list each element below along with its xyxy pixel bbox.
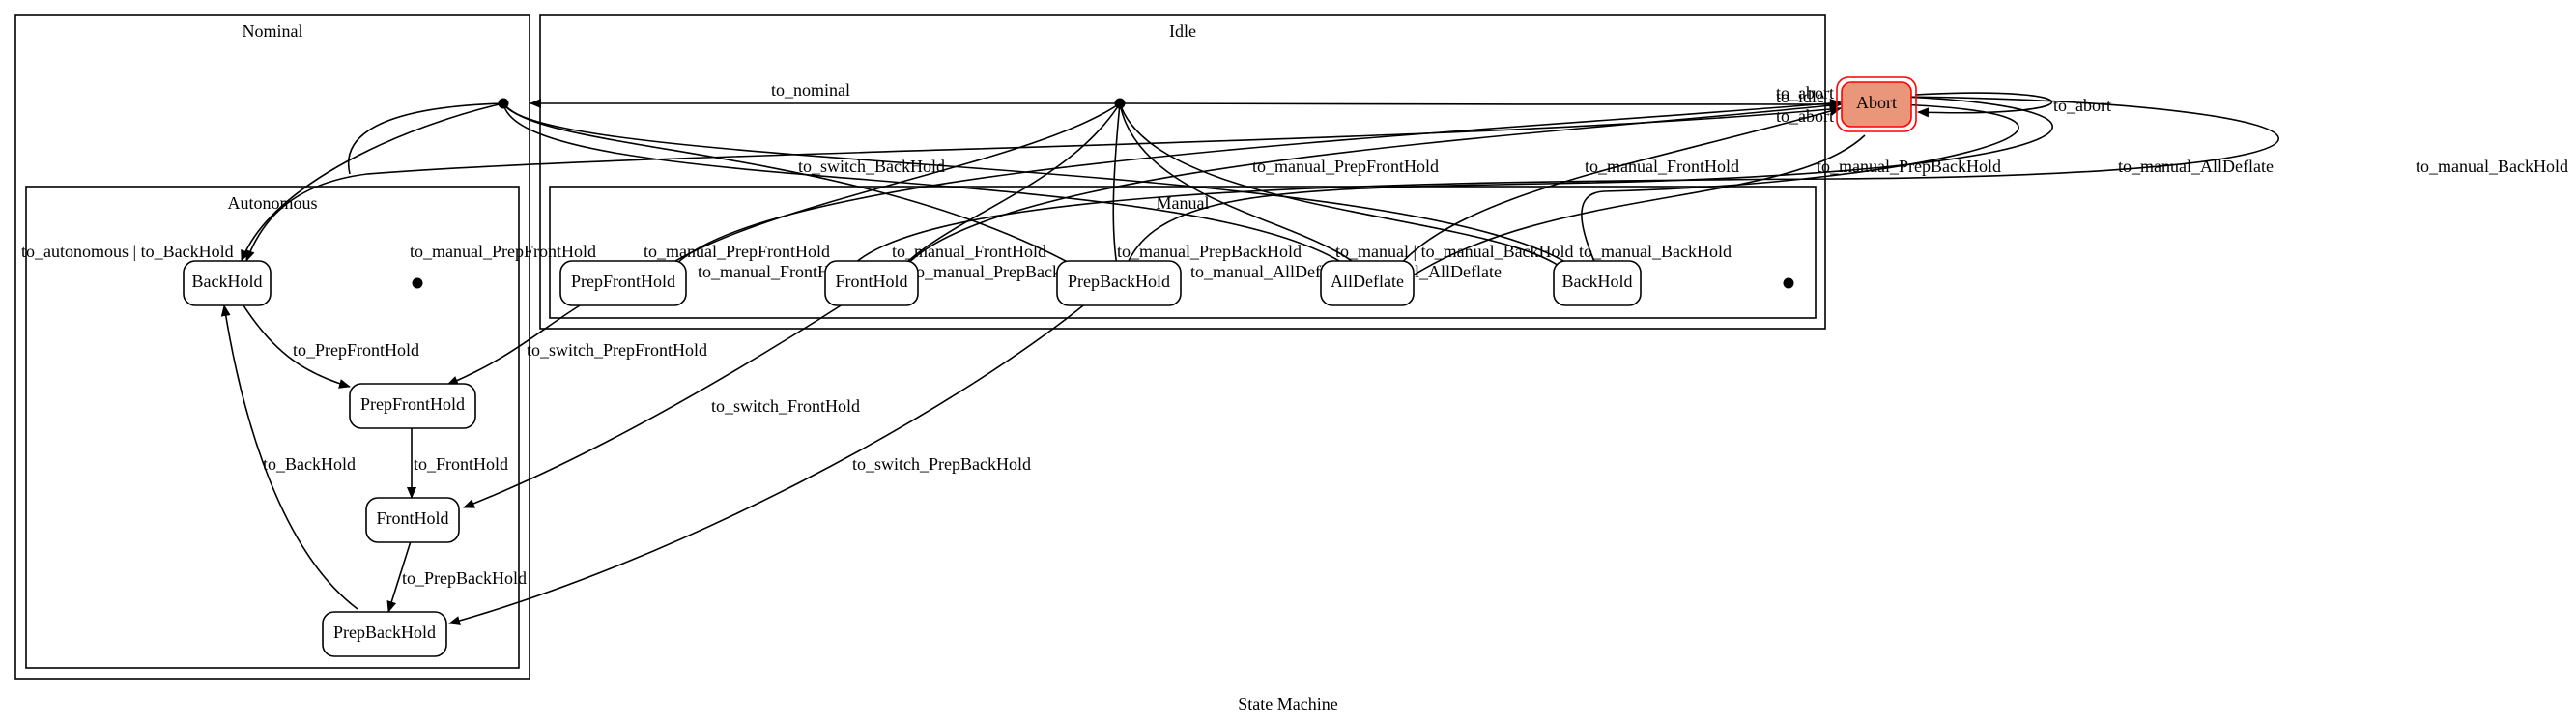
label-to-manual-backhold-man: to_manual_BackHold: [1579, 242, 1732, 261]
edge-abort-man-alldeflate: [1400, 134, 1866, 284]
label-to-manual-fronthold-top: to_manual_FrontHold: [1585, 157, 1739, 176]
edge-switch-alldeflate: [502, 102, 1368, 284]
label-to-manual-or-backhold: to_manual | to_manual_BackHold: [1335, 242, 1574, 261]
autonomous-backhold-state[interactable]: BackHold: [183, 260, 272, 306]
autonomous-fronthold-state[interactable]: FrontHold: [365, 497, 460, 543]
edge-man-prepfronthold-abort: [666, 98, 1842, 276]
edge-man-fronthold-abort: [898, 101, 1842, 276]
label-to-switch-backhold: to_switch_BackHold: [798, 157, 945, 176]
edge-nominal-autonomous-backhold: [241, 102, 504, 262]
diagram-title: State Machine: [1238, 694, 1337, 713]
manual-fronthold-label: FrontHold: [835, 272, 907, 291]
edge-nominal-loop: [347, 102, 504, 175]
label-to-manual-prepfronthold-top: to_manual_PrepFrontHold: [1252, 157, 1439, 176]
manual-prepbackhold-label: PrepBackHold: [1068, 272, 1170, 291]
manual-fronthold-state[interactable]: FrontHold: [824, 260, 919, 306]
label-to-manual-alldeflate-a: to_manual_AllDeflate: [1190, 262, 1346, 281]
cluster-nominal-box: [14, 14, 530, 680]
edge-idle-manual-backhold: [1119, 102, 1576, 284]
manual-prepfronthold-state[interactable]: PrepFrontHold: [559, 260, 687, 306]
autonomous-backhold-label: BackHold: [192, 272, 263, 291]
cluster-manual-label: Manual: [1157, 193, 1210, 213]
edge-to-prepfronthold: [241, 302, 351, 389]
edges: [220, 92, 2279, 625]
autonomous-initial-dot: [412, 277, 423, 289]
label-abort-left-b: to_idle: [1776, 87, 1824, 106]
label-to-manual-prepfronthold-man: to_manual_PrepFrontHold: [644, 242, 830, 261]
label-to-manual-prepfronthold-auto: to_manual_PrepFrontHold: [410, 242, 596, 261]
manual-alldeflate-label: AllDeflate: [1331, 272, 1404, 291]
label-to-prepfronthold: to_PrepFrontHold: [293, 340, 419, 360]
edge-abort-man-backhold: [1581, 103, 2019, 284]
label-to-manual-prepbackhold-top: to_manual_PrepBackHold: [1817, 157, 2001, 176]
label-to-nominal: to_nominal: [771, 80, 850, 100]
edge-idle-abort: [1119, 99, 1842, 109]
cluster-autonomous-box: [25, 186, 520, 669]
edge-switch-backhold: [502, 102, 1586, 276]
edge-switch-prepbackhold: [502, 102, 1093, 276]
edge-abort-man-fronthold: [839, 96, 2279, 284]
cluster-manual-box: [549, 186, 1817, 319]
label-to-backhold: to_BackHold: [263, 454, 356, 474]
label-abort-left-c: to_abort: [1776, 106, 1834, 126]
manual-backhold-state[interactable]: BackHold: [1553, 260, 1642, 306]
label-to-manual-prepbackhold-a: to_manual_PrepBackHold: [911, 262, 1096, 281]
manual-prepbackhold-state[interactable]: PrepBackHold: [1056, 260, 1182, 306]
label-to-abort-self: to_abort: [2053, 96, 2111, 115]
abort-fill: [1841, 81, 1912, 128]
abort-outer-border: [1836, 76, 1917, 132]
label-to-switch-fronthold: to_switch_FrontHold: [711, 396, 860, 416]
label-to-switch-prepbackhold: to_switch_PrepBackHold: [852, 454, 1031, 474]
label-to-manual-fronthold-b: to_manual_FrontHold: [892, 242, 1046, 261]
autonomous-prepbackhold-state[interactable]: PrepBackHold: [322, 611, 447, 657]
manual-initial-dot: [1783, 277, 1794, 289]
edge-to-prepbackhold: [386, 540, 412, 613]
autonomous-fronthold-label: FrontHold: [376, 508, 448, 528]
label-to-fronthold: to_FrontHold: [414, 454, 508, 474]
autonomous-prepbackhold-label: PrepBackHold: [333, 623, 436, 642]
label-to-prepbackhold: to_PrepBackHold: [402, 568, 527, 588]
autonomous-prepfronthold-label: PrepFrontHold: [360, 394, 465, 414]
cluster-idle-label: Idle: [1169, 21, 1196, 41]
label-to-manual-prepbackhold-b: to_manual_PrepBackHold: [1117, 242, 1302, 261]
autonomous-prepfronthold-state[interactable]: PrepFrontHold: [349, 383, 476, 429]
abort-label: Abort: [1856, 93, 1897, 112]
label-to-manual-backhold-top: to_manual_BackHold: [2416, 157, 2568, 176]
edge-switch-prepbackhold-auto: [448, 302, 1088, 625]
label-to-manual-fronthold-a: to_manual_FrontHold: [698, 262, 852, 281]
label-to-switch-prepfronthold: to_switch_PrepFrontHold: [527, 340, 707, 360]
edge-switch-prepfronthold: [446, 302, 586, 386]
edge-abort-self: [1914, 92, 2052, 118]
edge-labels: to_nominal to_switch_BackHold to_manual_…: [21, 80, 2568, 588]
manual-prepfronthold-label: PrepFrontHold: [571, 272, 675, 291]
label-to-autonomous-backhold: to_autonomous | to_BackHold: [21, 242, 234, 261]
edge-switch-fronthold: [463, 302, 846, 508]
edge-to-backhold: [220, 304, 358, 610]
manual-alldeflate-state[interactable]: AllDeflate: [1320, 260, 1415, 306]
cluster-nominal-label: Nominal: [243, 21, 303, 41]
label-abort-left-a: to_abort: [1776, 83, 1834, 102]
label-to-manual-alldeflate-top: to_manual_AllDeflate: [2118, 157, 2274, 176]
abort-state[interactable]: Abort: [1836, 76, 1917, 132]
manual-backhold-label: BackHold: [1562, 272, 1633, 291]
cluster-autonomous-label: Autonomous: [227, 193, 317, 213]
edge-abort-auto-backhold: [245, 107, 1842, 262]
